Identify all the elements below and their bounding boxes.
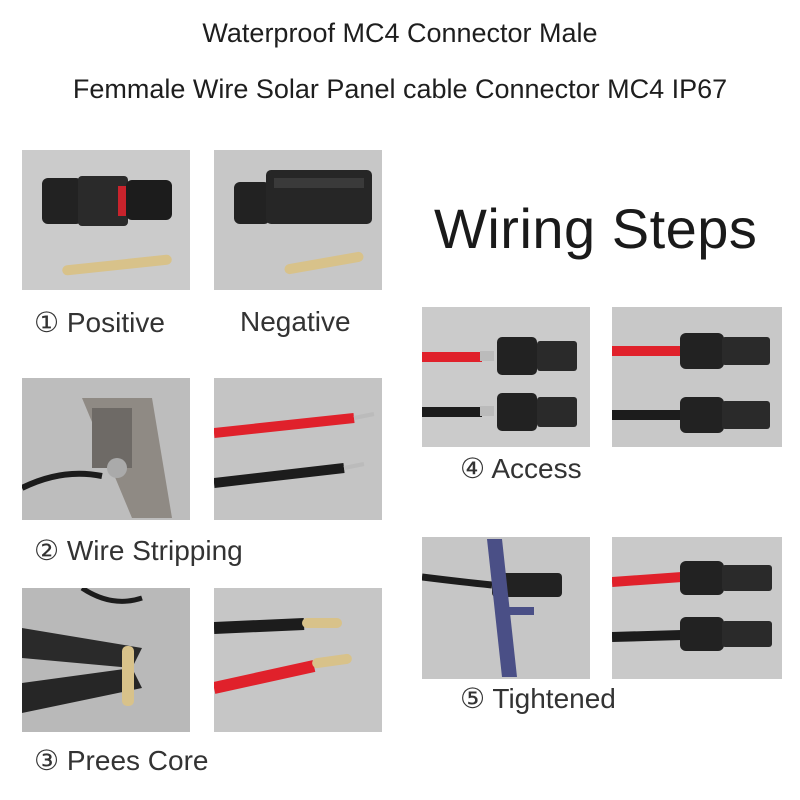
wire-stripping-tool-photo: [22, 378, 190, 520]
access-inserted-photo: [612, 307, 782, 447]
title-line-1: Waterproof MC4 Connector Male: [202, 18, 598, 48]
crimped-pins-photo: [214, 588, 382, 732]
caption-press-core: ③ Prees Core: [34, 745, 209, 776]
caption-negative: Negative: [240, 306, 351, 337]
caption-tightened: ⑤ Tightened: [460, 683, 616, 714]
caption-wire-stripping: ② Wire Stripping: [34, 535, 243, 566]
access-insert-photo: [422, 307, 590, 447]
positive-connector-photo: [22, 150, 190, 290]
crimping-tool-photo: [22, 588, 190, 732]
tightened-connectors-photo: [612, 537, 782, 679]
stripped-wires-photo: [214, 378, 382, 520]
wiring-steps-heading: Wiring Steps: [434, 197, 758, 260]
caption-access: ④ Access: [460, 453, 582, 484]
negative-connector-photo: [214, 150, 382, 290]
caption-positive: ① Positive: [34, 307, 165, 338]
tightening-spanner-photo: [422, 537, 590, 679]
title-line-2: Femmale Wire Solar Panel cable Connector…: [72, 74, 728, 104]
